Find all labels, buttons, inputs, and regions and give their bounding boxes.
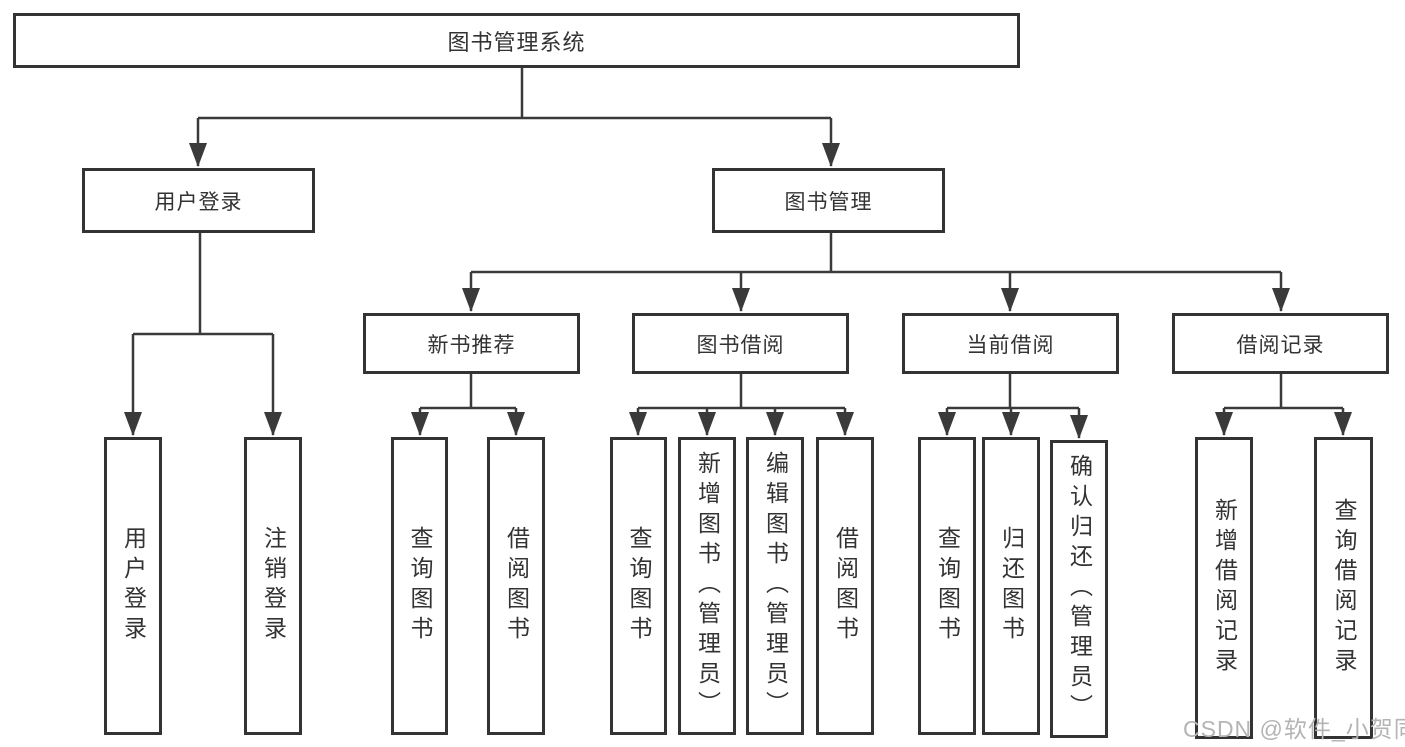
csdn-watermark: CSDN @软件_小贺同学 [1183,716,1405,742]
leaf-records-query-record: 查询借阅记录 [1314,437,1373,739]
connector-records-to-leaves [1215,374,1352,436]
connector-borrow-to-leaves [629,374,854,436]
connector-newrec-to-leaves [411,374,525,436]
leaf-logout: 注销登录 [244,437,302,735]
node-root-library-system: 图书管理系统 [13,13,1020,68]
leaf-current-confirm-return-admin: 确认归还（管理员） [1050,440,1108,738]
node-borrow-records: 借阅记录 [1172,313,1389,374]
node-current-borrow: 当前借阅 [902,313,1119,374]
node-book-borrow: 图书借阅 [632,313,849,374]
leaf-records-add-record: 新增借阅记录 [1195,437,1253,739]
node-book-management: 图书管理 [712,168,945,233]
leaf-current-query-books: 查询图书 [918,437,976,735]
leaf-newrec-borrow-books: 借阅图书 [487,437,545,735]
node-new-book-recommend: 新书推荐 [363,313,580,374]
connector-user-login-to-leaves [124,233,282,436]
connector-root-to-level2 [189,68,840,167]
node-user-login: 用户登录 [82,168,315,233]
leaf-borrow-add-books-admin: 新增图书（管理员） [678,437,736,735]
leaf-borrow-edit-books-admin: 编辑图书（管理员） [746,437,804,735]
leaf-borrow-query-books: 查询图书 [610,437,667,735]
leaf-borrow-borrow-books: 借阅图书 [816,437,874,735]
leaf-user-login: 用户登录 [104,437,162,735]
connector-current-to-leaves [938,374,1088,439]
leaf-newrec-query-books: 查询图书 [391,437,448,735]
leaf-current-return-books: 归还图书 [982,437,1040,735]
connector-book-mgmt-to-level3 [462,233,1290,312]
